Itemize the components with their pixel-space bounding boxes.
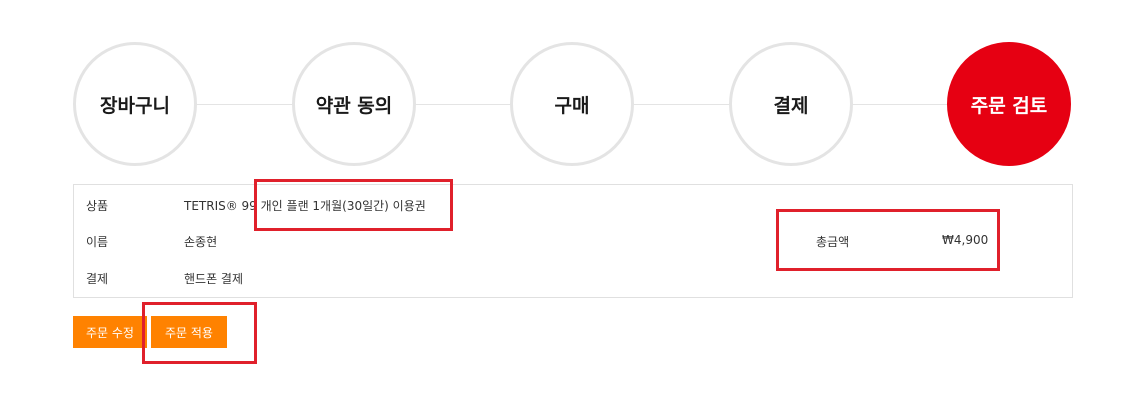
- step-purchase: 구매: [510, 42, 634, 166]
- payment-value: 핸드폰 결제: [184, 272, 244, 286]
- edit-order-button[interactable]: 주문 수정: [73, 316, 147, 348]
- apply-order-button[interactable]: 주문 적용: [151, 316, 227, 348]
- payment-label: 결제: [86, 272, 109, 286]
- highlight-box-product: [254, 179, 453, 231]
- product-value: TETRIS® 99 개인 플랜 1개월(30일간) 이용권: [184, 199, 426, 213]
- step-terms-agreement: 약관 동의: [292, 42, 416, 166]
- name-label: 이름: [86, 235, 109, 249]
- step-cart: 장바구니: [73, 42, 197, 166]
- total-value: ₩4,900: [942, 233, 989, 247]
- step-label: 장바구니: [100, 94, 170, 117]
- name-value: 손종현: [184, 235, 218, 249]
- step-payment: 결제: [729, 42, 853, 166]
- highlight-box-apply-button: [142, 302, 257, 364]
- step-label: 결제: [773, 94, 809, 117]
- step-label: 구매: [554, 94, 590, 117]
- order-summary-box: 상품 TETRIS® 99 개인 플랜 1개월(30일간) 이용권 이름 손종현…: [73, 184, 1073, 298]
- product-label: 상품: [86, 199, 109, 213]
- step-label: 주문 검토: [970, 94, 1048, 117]
- highlight-box-total: [776, 209, 1000, 271]
- step-label: 약관 동의: [315, 94, 393, 117]
- total-label: 총금액: [816, 235, 850, 249]
- step-order-review: 주문 검토: [947, 42, 1071, 166]
